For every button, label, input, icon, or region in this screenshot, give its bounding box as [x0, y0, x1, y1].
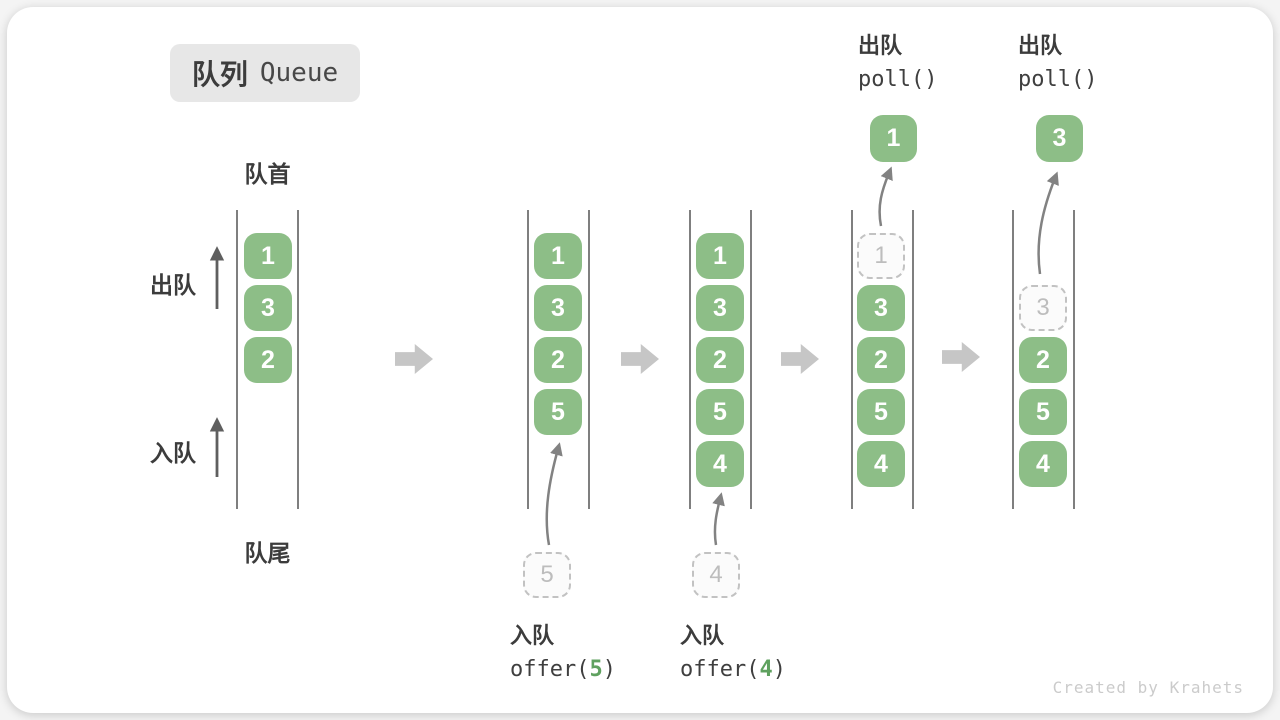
queue-wall	[588, 210, 590, 509]
offer5-operation: 入队 offer(5)	[510, 618, 616, 682]
code-text: offer(	[510, 657, 590, 682]
enqueue-side-label: 入队	[150, 440, 196, 466]
code-arg: 4	[759, 657, 773, 682]
queue-cell: 1	[534, 233, 582, 279]
queue-cell: 4	[857, 441, 905, 487]
offer5-code: offer(5)	[510, 657, 616, 682]
code-arg: 5	[589, 657, 603, 682]
queue-cell: 3	[696, 285, 744, 331]
dequeue-side-label: 出队	[150, 272, 196, 298]
pending-cell: 5	[523, 552, 571, 598]
ghost-cell: 1	[857, 233, 905, 279]
queue-rear-label: 队尾	[244, 540, 291, 566]
polled-cell: 3	[1036, 115, 1083, 162]
poll1-operation: 出队 poll()	[858, 28, 937, 92]
queue-cell: 2	[534, 337, 582, 383]
queue-cell: 3	[244, 285, 292, 331]
code-text: offer(	[680, 657, 760, 682]
polled-cell: 1	[870, 115, 917, 162]
title-en: Queue	[259, 58, 339, 88]
queue-wall	[1073, 210, 1075, 509]
queue-cell: 3	[534, 285, 582, 331]
queue-cell: 5	[1019, 389, 1067, 435]
queue-cell: 2	[244, 337, 292, 383]
code-text: )	[602, 657, 616, 682]
queue-wall	[236, 210, 238, 509]
queue-wall	[527, 210, 529, 509]
queue-wall	[297, 210, 299, 509]
queue-cell: 1	[244, 233, 292, 279]
pending-cell: 4	[692, 552, 740, 598]
ghost-cell: 3	[1019, 285, 1067, 331]
offer4-operation: 入队 offer(4)	[680, 618, 786, 682]
queue-cell: 3	[857, 285, 905, 331]
diagram-title: 队列 Queue	[170, 44, 360, 102]
queue-cell: 4	[696, 441, 744, 487]
queue-cell: 5	[696, 389, 744, 435]
offer5-label: 入队	[510, 623, 555, 648]
queue-cell: 5	[857, 389, 905, 435]
queue-wall	[1012, 210, 1014, 509]
watermark: Created by Krahets	[1052, 678, 1244, 697]
queue-cell: 4	[1019, 441, 1067, 487]
queue-wall	[912, 210, 914, 509]
queue-wall	[851, 210, 853, 509]
queue-cell: 2	[857, 337, 905, 383]
offer4-code: offer(4)	[680, 657, 786, 682]
poll2-label: 出队	[1018, 33, 1063, 58]
title-zh: 队列	[191, 59, 248, 90]
queue-wall	[750, 210, 752, 509]
poll2-code: poll()	[1018, 67, 1098, 92]
queue-front-label: 队首	[244, 161, 291, 187]
poll1-label: 出队	[858, 33, 903, 58]
code-text: )	[772, 657, 786, 682]
poll1-code: poll()	[858, 67, 938, 92]
queue-cell: 1	[696, 233, 744, 279]
queue-cell: 2	[1019, 337, 1067, 383]
queue-wall	[689, 210, 691, 509]
queue-cell: 2	[696, 337, 744, 383]
offer4-label: 入队	[680, 623, 725, 648]
queue-cell: 5	[534, 389, 582, 435]
poll2-operation: 出队 poll()	[1018, 28, 1097, 92]
